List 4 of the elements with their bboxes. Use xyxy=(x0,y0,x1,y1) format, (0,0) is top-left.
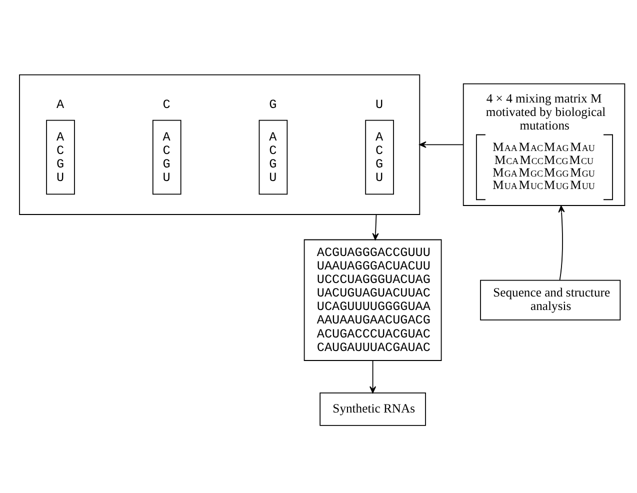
node-label: U xyxy=(376,98,384,112)
node-label: G xyxy=(269,98,277,112)
node-label: C xyxy=(162,98,170,112)
node-label: A xyxy=(56,98,64,112)
